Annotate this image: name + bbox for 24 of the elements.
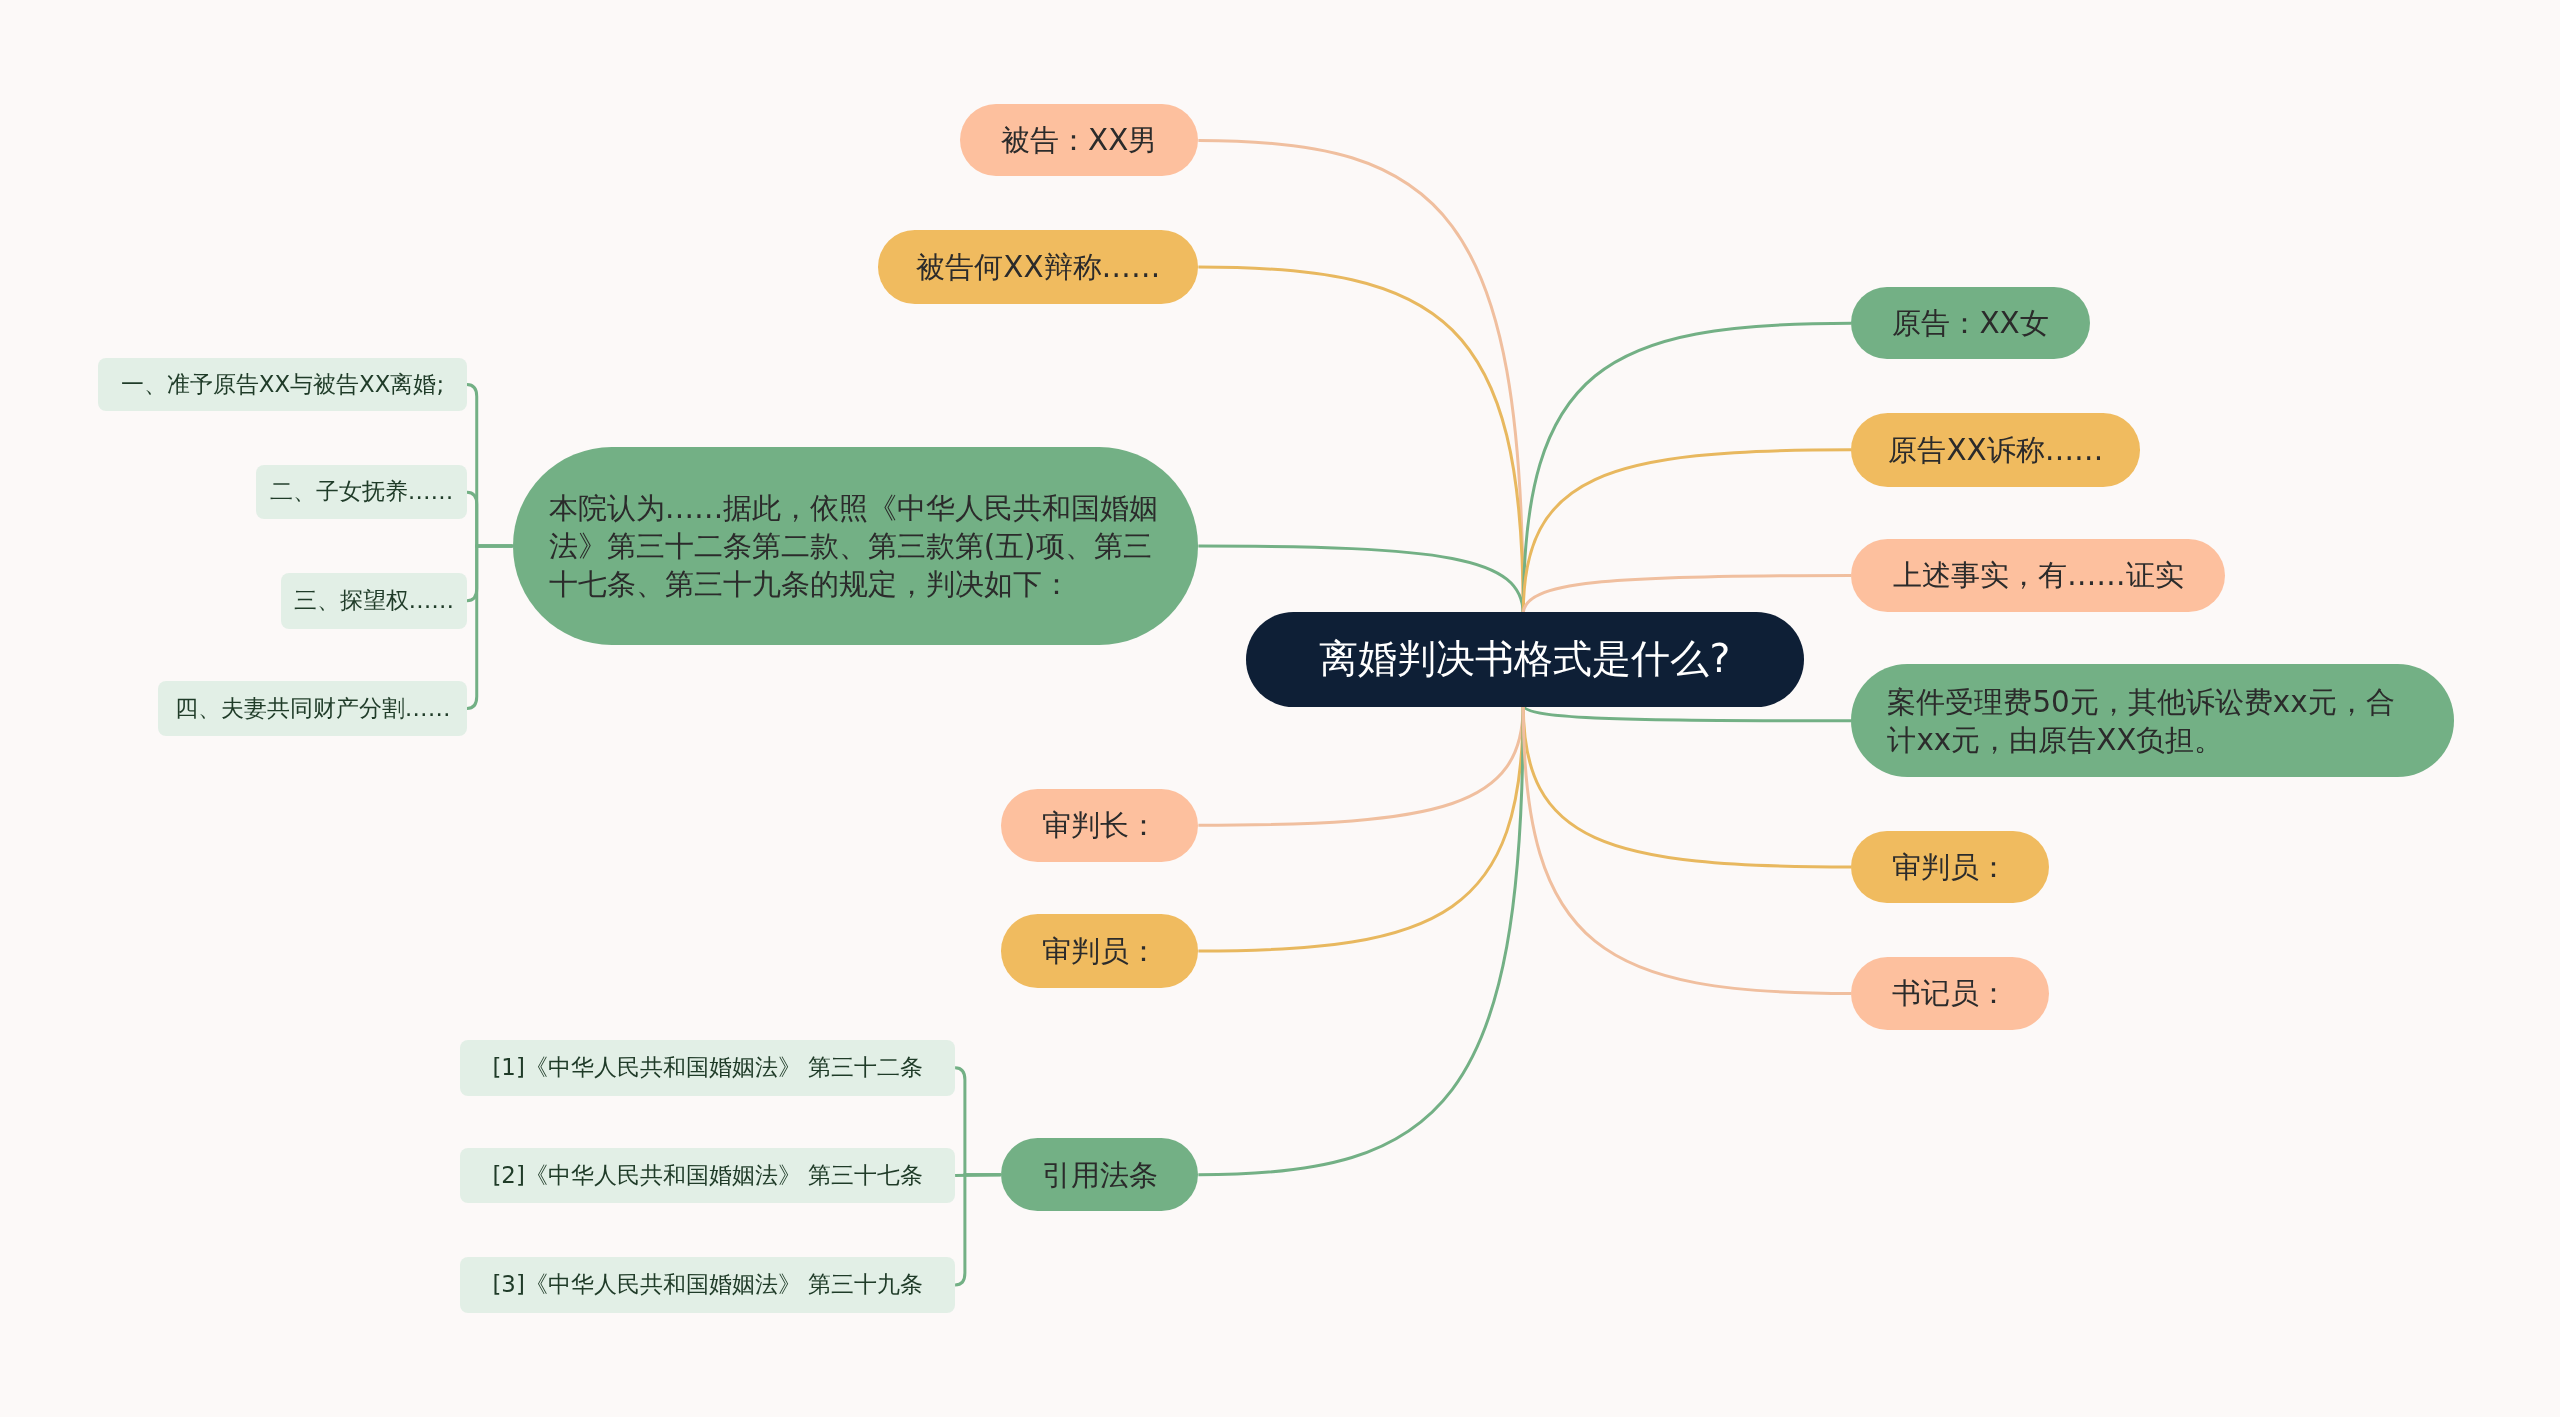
connector-line (1521, 574, 1852, 615)
subtopic-label: 一、准予原告XX与被告XX离婚; (97, 357, 467, 412)
subtopic-label: 四、夫妻共同财产分割…… (158, 680, 467, 737)
topic-pill: 原告XX诉称…… (1851, 413, 2141, 487)
subtopic-label: 三、探望权…… (280, 573, 467, 629)
subtopic-label: [3]《中华人民共和国婚姻法》 第三十九条 (460, 1257, 956, 1313)
connector-line (954, 1173, 1001, 1287)
topic-pill: 审判长： (1000, 788, 1199, 863)
topic-pill: 本院认为……据此，依照《中华人民共和国婚姻法》第三十二条第二款、第三款第(五)项、第三十七条、第三十九条的规定，判决如下： (512, 447, 1199, 645)
topic-pill: 书记员： (1851, 956, 2049, 1031)
topic-pill: 引用法条 (1000, 1137, 1199, 1212)
topic-pill: 被告何XX辩称…… (878, 230, 1199, 304)
subtopic-label: 二、子女抚养…… (256, 465, 467, 520)
topic-pill: 原告：XX女 (1851, 287, 2090, 360)
connector-line (1521, 704, 1852, 995)
subtopic-label: [1]《中华人民共和国婚姻法》 第三十二条 (460, 1040, 956, 1096)
topic-pill: 上述事实，有……证实 (1851, 538, 2226, 613)
topic-pill: 案件受理费50元，其他诉讼费xx元，合计xx元，由原告XX负担。 (1851, 664, 2454, 778)
topic-pill: 被告：XX男 (960, 104, 1199, 177)
subtopic-label: [2]《中华人民共和国婚姻法》 第三十七条 (460, 1147, 956, 1204)
topic-pill: 审判员： (1000, 914, 1199, 988)
central-topic: 离婚判决书格式是什么? (1245, 612, 1805, 707)
connector-line (466, 544, 513, 711)
topic-pill: 审判员： (1851, 831, 2049, 903)
